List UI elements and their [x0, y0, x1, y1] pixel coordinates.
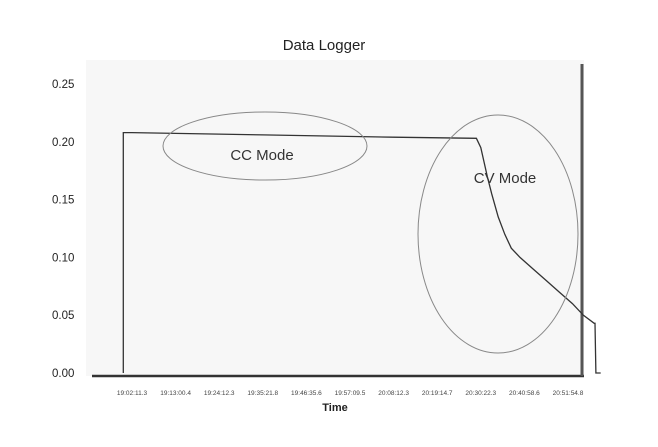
x-tick-label: 19:13:00.4	[160, 390, 191, 397]
cv-mode-ellipse	[417, 114, 579, 354]
x-tick-label: 20:19:14.7	[422, 390, 453, 397]
x-tick-label: 19:57:09.5	[335, 390, 366, 397]
cc-mode-label: CC Mode	[230, 147, 293, 164]
y-tick-label: 0.25	[52, 79, 74, 91]
cv-mode-label: CV Mode	[474, 170, 537, 187]
y-tick-label: 0.10	[52, 252, 74, 264]
x-axis-label: Time	[322, 402, 347, 414]
chart-title: Data Logger	[283, 37, 366, 54]
plot-area	[86, 60, 584, 376]
x-tick-label: 20:51:54.8	[553, 390, 584, 397]
x-tick-label: 19:02:11.3	[117, 390, 148, 397]
x-tick-label: 19:35:21.8	[247, 390, 278, 397]
y-tick-label: 0.05	[52, 310, 74, 322]
series-line	[122, 131, 601, 374]
x-tick-label: 20:30:22.3	[465, 390, 496, 397]
x-tick-label: 20:08:12.3	[378, 390, 409, 397]
x-tick-label: 19:46:35.6	[291, 390, 322, 397]
x-tick-label: 20:40:58.6	[509, 390, 540, 397]
x-tick-labels: 19:02:11.3 19:13:00.4 19:24:12.3 19:35:21.8…	[117, 390, 584, 397]
cc-mode-ellipse	[162, 111, 368, 181]
y-tick-label: 0.20	[52, 137, 74, 149]
y-tick-label: 0.00	[52, 368, 74, 380]
y-tick-labels: 0.00 0.05 0.10 0.15 0.20 0.25	[52, 79, 74, 380]
x-tick-label: 19:24:12.3	[204, 390, 235, 397]
y-tick-label: 0.15	[52, 195, 74, 207]
